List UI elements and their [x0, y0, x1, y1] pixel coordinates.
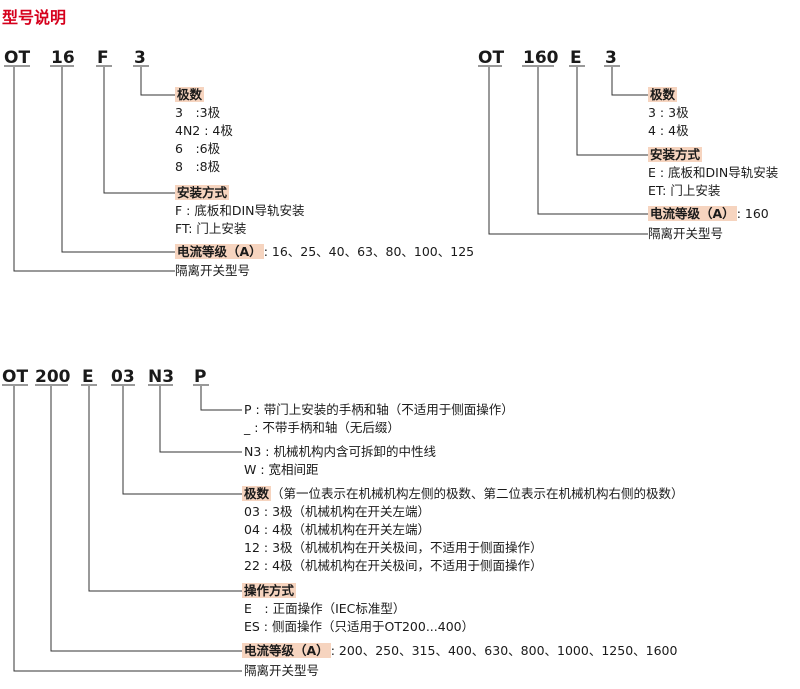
code-current: 16	[51, 48, 75, 68]
code-poles: 3	[134, 48, 146, 68]
code-poles: 3	[605, 48, 617, 68]
model-label: 隔离开关型号	[244, 663, 320, 678]
poles-item: 12 : 3极（机械机构在开关极间，不适用于侧面操作）	[244, 540, 543, 555]
d3-poles-connector	[122, 386, 242, 495]
handle-section: P : 带门上安装的手柄和轴（不适用于侧面操作） _ : 不带手柄和轴（无后缀）	[244, 401, 514, 437]
neutral-item: N3 : 机械机构内含可拆卸的中性线	[244, 444, 436, 459]
poles-section: 极数 3 : 3极 4 : 4极	[648, 86, 689, 140]
current-label: 电流等级（A）	[242, 643, 331, 658]
neutral-section: N3 : 机械机构内含可拆卸的中性线 W : 宽相间距	[244, 443, 436, 479]
current-values: : 16、25、40、63、80、100、125	[263, 244, 475, 259]
current-section: 电流等级（A）: 16、25、40、63、80、100、125	[175, 243, 474, 261]
poles-item: 22 : 4极（机械机构在开关极间，不适用于侧面操作）	[244, 558, 543, 573]
d1-mounting-connector	[103, 67, 175, 194]
current-label: 电流等级（A）	[648, 206, 737, 221]
mounting-section: 安装方式 E : 底板和DIN导轨安装 ET: 门上安装	[648, 146, 778, 200]
d3-neutral-connector	[159, 386, 242, 453]
code-current: 160	[523, 48, 559, 68]
neutral-item: W : 宽相间距	[244, 462, 319, 477]
model-label: 隔离开关型号	[648, 226, 724, 241]
poles-item: 4 : 4极	[648, 123, 689, 138]
mounting-item: E : 底板和DIN导轨安装	[648, 165, 779, 180]
mounting-item: ET: 门上安装	[648, 183, 721, 198]
d1-poles-connector	[140, 67, 175, 96]
poles-item: 04 : 4极（机械机构在开关左端）	[244, 522, 431, 537]
code-operation: E	[82, 367, 94, 387]
d3-model-connector	[13, 386, 242, 672]
current-label: 电流等级（A）	[175, 244, 264, 259]
poles-item: 3 :3极	[175, 105, 221, 120]
poles-section: 极数（第一位表示在机械机构左侧的极数、第二位表示在机械机构右侧的极数） 03 :…	[242, 485, 684, 575]
current-values: : 200、250、315、400、630、800、1000、1250、1600	[330, 643, 678, 658]
poles-section: 极数 3 :3极 4N2 : 4极 6 :6极 8 :8极	[175, 86, 233, 176]
page-title: 型号说明	[2, 8, 67, 27]
operation-section: 操作方式 E : 正面操作（IEC标准型） ES : 侧面操作（只适用于OT20…	[242, 582, 474, 636]
poles-item: 03 : 3极（机械机构在开关左端）	[244, 504, 431, 519]
operation-item: E : 正面操作（IEC标准型）	[244, 601, 406, 616]
mounting-item: FT: 门上安装	[175, 221, 247, 236]
mounting-item: F : 底板和DIN导轨安装	[175, 203, 305, 218]
d2-current-connector	[537, 67, 648, 215]
code-ot: OT	[4, 48, 31, 68]
current-values: : 160	[736, 206, 769, 221]
operation-item: ES : 侧面操作（只适用于OT200...400）	[244, 619, 475, 634]
d3-operation-connector	[88, 386, 242, 592]
current-section: 电流等级（A）: 160	[648, 205, 769, 223]
code-poles: 03	[111, 367, 135, 387]
poles-item: 8 :8极	[175, 159, 221, 174]
handle-item: P : 带门上安装的手柄和轴（不适用于侧面操作）	[244, 402, 514, 417]
poles-label: 极数	[648, 87, 678, 102]
code-current: 200	[35, 367, 71, 387]
d3-current-connector	[50, 386, 242, 652]
code-ot: OT	[2, 367, 29, 387]
poles-label: 极数	[242, 486, 272, 501]
poles-item: 4N2 : 4极	[175, 123, 233, 138]
code-mounting: E	[570, 48, 582, 68]
handle-item: _ : 不带手柄和轴（无后缀）	[244, 420, 400, 435]
poles-note: （第一位表示在机械机构左侧的极数、第二位表示在机械机构右侧的极数）	[271, 486, 684, 501]
poles-item: 3 : 3极	[648, 105, 689, 120]
operation-label: 操作方式	[242, 583, 297, 598]
poles-label: 极数	[175, 87, 205, 102]
poles-item: 6 :6极	[175, 141, 221, 156]
d2-poles-connector	[611, 67, 648, 96]
current-section: 电流等级（A）: 200、250、315、400、630、800、1000、12…	[242, 642, 677, 660]
d2-model-connector	[488, 67, 648, 235]
d1-current-connector	[61, 67, 175, 253]
mounting-label: 安装方式	[648, 147, 703, 162]
code-handle: P	[194, 367, 207, 387]
d2-mounting-connector	[576, 67, 648, 156]
d1-model-connector	[13, 67, 175, 272]
code-mounting: F	[97, 48, 109, 68]
code-neutral: N3	[148, 367, 175, 387]
d3-handle-connector	[200, 386, 242, 411]
model-label: 隔离开关型号	[175, 263, 251, 278]
mounting-label: 安装方式	[175, 185, 230, 200]
mounting-section: 安装方式 F : 底板和DIN导轨安装 FT: 门上安装	[175, 184, 305, 238]
code-ot: OT	[478, 48, 505, 68]
